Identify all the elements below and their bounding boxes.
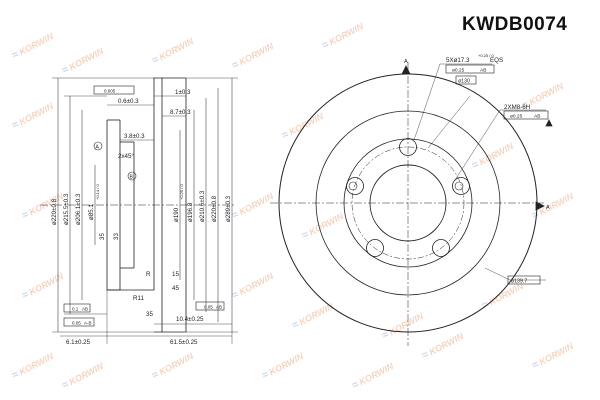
side-view xyxy=(40,77,238,344)
dim-33: 33 xyxy=(113,233,120,240)
bolt-holes-tol: +0.25 / 0 xyxy=(478,53,494,58)
gdt-runout-value: 0.05 xyxy=(72,321,81,326)
position-datum: AB xyxy=(480,68,486,74)
threaded-tol: ø0.25 xyxy=(510,114,523,120)
bolt-hole xyxy=(452,177,470,195)
gdt-runout-datum: A-B xyxy=(84,321,92,326)
bolt-hole xyxy=(432,239,450,257)
dim-d215: ø215.5±0.3 xyxy=(63,193,70,225)
dim-top-right: 1±0.3 xyxy=(175,89,191,96)
gdt-flatness-frame xyxy=(93,85,135,95)
gdt-thread-frame xyxy=(503,110,549,120)
dim-overall-height: 61.5±0.25 xyxy=(170,339,198,346)
dim-r-small: R xyxy=(146,271,151,278)
gdt-parallel-value: 0.1 xyxy=(72,307,79,312)
dim-d289: ø289±0.3 xyxy=(225,195,232,222)
pcd-frame xyxy=(455,75,477,85)
front-view xyxy=(270,62,553,346)
datum-b-marker: B xyxy=(130,175,134,181)
dim-d190: ø190 xyxy=(173,207,180,222)
pilot-frame xyxy=(507,275,541,285)
dim-d85-tol: +0.14 / 0 xyxy=(95,184,100,200)
threaded-callout: 2XM8-6H xyxy=(504,104,530,111)
gdt-runout-right-frame xyxy=(195,301,225,311)
dim-35b: 35 xyxy=(99,233,106,240)
dim-d210: ø210.6±0.3 xyxy=(199,190,206,222)
bolt-holes-callout: 5Xø17.3 xyxy=(446,57,470,64)
dim-top-left: 0.6±0.3 xyxy=(118,98,139,105)
threaded-datum: AB xyxy=(534,114,540,120)
bolt-hole xyxy=(346,177,364,195)
gdt-parallel-datum: AB xyxy=(82,307,88,312)
threaded-hole xyxy=(348,181,358,191)
bolt-hole xyxy=(366,239,384,257)
dim-bottom-right: 10.4±0.25 xyxy=(176,316,204,323)
dim-d85: ø85.1 xyxy=(88,204,95,220)
threaded-hole xyxy=(454,181,464,191)
bolt-hole xyxy=(399,138,417,156)
dim-d206: ø206.1±0.3 xyxy=(75,193,82,225)
gdt-runout-right-datum: AB xyxy=(216,305,222,310)
dim-45: 45 xyxy=(172,285,179,292)
dim-15: 15 xyxy=(172,271,179,278)
datum-a-top: A xyxy=(404,59,408,65)
gdt-runout-frame xyxy=(63,317,95,327)
dim-d220: ø220±0.8 xyxy=(51,198,58,225)
dim-thickness: 8.7±0.3 xyxy=(170,109,191,116)
bolt-holes-eqs: EQS xyxy=(490,57,503,64)
gdt-parallel-frame xyxy=(63,303,91,313)
datum-a-marker: A xyxy=(96,145,100,151)
dim-d196: ø196.8 xyxy=(187,202,194,222)
dim-r11: R11 xyxy=(133,295,144,302)
dim-35: 35 xyxy=(146,311,153,318)
datum-a-right: A xyxy=(546,205,550,211)
gdt-flatness-value: 0.005 xyxy=(104,89,116,94)
part-number: KWDB0074 xyxy=(462,14,568,35)
gdt-runout-right-value: 0.05 xyxy=(204,305,213,310)
dim-chamfer: 2x45° xyxy=(118,153,134,160)
position-tol: ø0.25 xyxy=(452,68,465,74)
dim-d190-tol: +0.25 / 0 xyxy=(179,184,184,200)
dim-d220b: ø220±0.8 xyxy=(211,195,218,222)
front-view-labels: 5Xø17.3 +0.25 / 0 EQS ø0.25 AB ø130 2XM8… xyxy=(404,53,550,285)
pcd-label: ø130 xyxy=(458,79,470,85)
dim-hub-depth: 3.8±0.3 xyxy=(124,133,145,140)
bolt-hole-group xyxy=(346,138,470,257)
pilot-label: ø139.7 xyxy=(511,279,527,285)
side-view-labels: 0.6±0.3 1±0.3 8.7±0.3 3.8±0.3 2x45° 10.4… xyxy=(51,89,232,347)
gdt-position-frame xyxy=(445,64,495,74)
dim-bottom-left: 6.1±0.25 xyxy=(66,339,91,346)
